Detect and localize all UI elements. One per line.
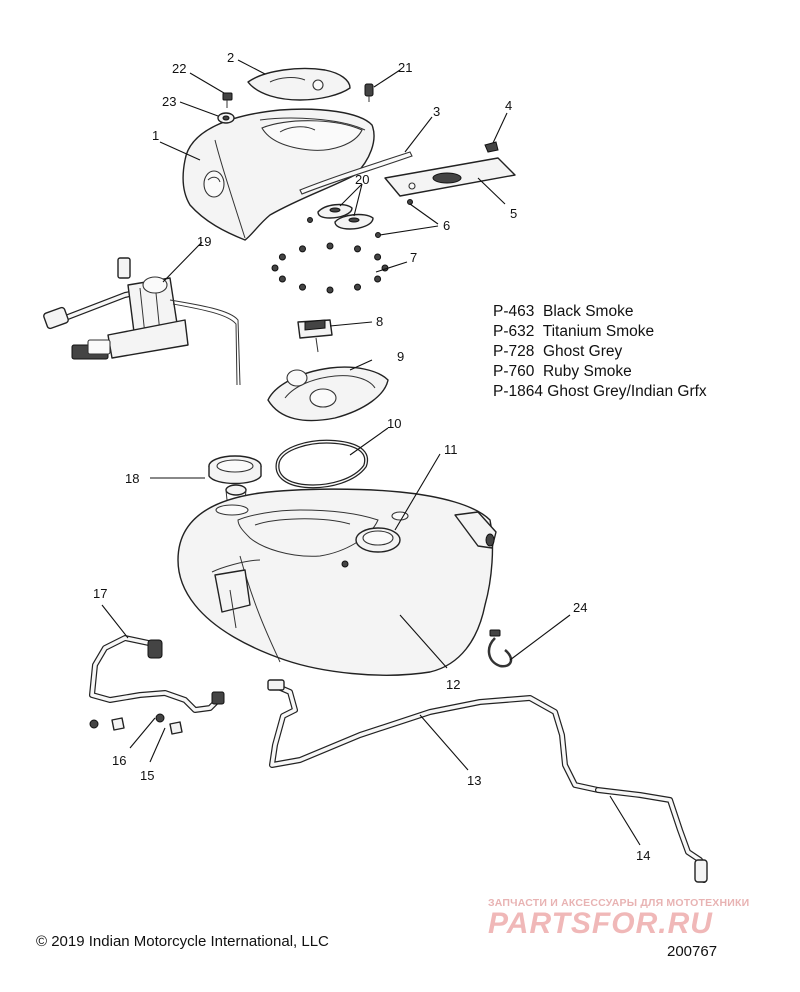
part-21-screw[interactable] xyxy=(364,83,374,102)
part-16-fittings[interactable] xyxy=(89,717,125,731)
part-14-fuel-line[interactable] xyxy=(595,787,708,883)
nut xyxy=(278,253,286,261)
callout-17: 17 xyxy=(93,586,107,601)
paint-name: Ghost Grey/Indian Grfx xyxy=(542,383,707,400)
leader-lines xyxy=(101,59,641,846)
part-22-bolt[interactable] xyxy=(222,92,233,108)
part-19-fuel-pump[interactable] xyxy=(43,257,241,386)
callout-4: 4 xyxy=(505,98,512,113)
nut xyxy=(271,264,279,272)
callout-20: 20 xyxy=(355,172,369,187)
legend-row: P-632 Titanium Smoke xyxy=(493,322,707,342)
part-1-tank-console[interactable] xyxy=(182,108,375,241)
part-20-brackets[interactable] xyxy=(317,203,374,230)
callout-12: 12 xyxy=(446,677,460,692)
paint-name: Titanium Smoke xyxy=(534,323,655,340)
callout-13: 13 xyxy=(467,773,481,788)
callout-22: 22 xyxy=(172,61,186,76)
paint-code: P-728 xyxy=(493,343,535,360)
nut xyxy=(354,283,361,291)
part-18-fuel-cap[interactable] xyxy=(208,455,262,501)
copyright-notice: © 2019 Indian Motorcycle International, … xyxy=(36,933,329,950)
callout-7: 7 xyxy=(410,250,417,265)
paint-code: P-632 xyxy=(493,323,535,340)
callout-23: 23 xyxy=(162,94,176,109)
nut xyxy=(299,245,306,253)
callout-1: 1 xyxy=(152,128,159,143)
legend-row: P-760 Ruby Smoke xyxy=(493,362,707,382)
part-8-sender[interactable] xyxy=(297,319,333,353)
nut xyxy=(278,275,286,283)
nut xyxy=(299,283,306,291)
paint-name: Black Smoke xyxy=(534,303,634,320)
paint-code: P-1864 xyxy=(493,383,543,400)
nut xyxy=(326,286,334,294)
paint-name: Ghost Grey xyxy=(534,343,623,360)
legend-row: P-728 Ghost Grey xyxy=(493,342,707,362)
callout-24: 24 xyxy=(573,600,587,615)
callout-18: 18 xyxy=(125,471,139,486)
legend-row: P-1864 Ghost Grey/Indian Grfx xyxy=(493,382,707,402)
nut xyxy=(326,242,334,250)
callout-14: 14 xyxy=(636,848,650,863)
part-6-screws[interactable] xyxy=(307,199,413,238)
callout-11: 11 xyxy=(444,442,458,457)
part-17-vent-hose[interactable] xyxy=(89,635,225,713)
part-15-fittings[interactable] xyxy=(155,713,183,735)
part-12-fuel-tank[interactable] xyxy=(177,488,497,676)
part-3-seal-strip[interactable] xyxy=(299,151,413,195)
diagram-number: 200767 xyxy=(667,943,718,960)
callout-21: 21 xyxy=(398,60,412,75)
callout-8: 8 xyxy=(376,314,383,329)
nut xyxy=(354,245,361,253)
nut xyxy=(374,253,382,261)
part-9-mounting-plate[interactable] xyxy=(267,366,389,422)
callout-15: 15 xyxy=(140,768,154,783)
callout-5: 5 xyxy=(510,206,517,221)
callout-19: 19 xyxy=(197,234,211,249)
watermark-tagline: ЗАПЧАСТИ И АКСЕССУАРЫ ДЛЯ МОТОТЕХНИКИ xyxy=(488,897,750,909)
callout-2: 2 xyxy=(227,50,234,65)
callout-3: 3 xyxy=(433,104,440,119)
legend-row: P-463 Black Smoke xyxy=(493,302,707,322)
callout-16: 16 xyxy=(112,753,126,768)
part-11-cap[interactable] xyxy=(355,527,401,553)
watermark-brand: PARTSFOR.RU xyxy=(488,907,713,940)
paint-code: P-463 xyxy=(493,303,535,320)
callout-6: 6 xyxy=(443,218,450,233)
part-5-bracket-plate[interactable] xyxy=(384,157,516,197)
part-24-clamp[interactable] xyxy=(487,629,513,668)
paint-code: P-760 xyxy=(493,363,535,380)
part-2-console-badge[interactable] xyxy=(247,67,351,101)
part-10-gasket[interactable] xyxy=(275,439,369,489)
callout-labels: 1 2 3 4 5 6 7 8 9 10 11 12 13 14 15 16 1… xyxy=(93,50,650,863)
nut xyxy=(374,275,382,283)
paint-name: Ruby Smoke xyxy=(534,363,632,380)
part-4-clip[interactable] xyxy=(484,141,499,153)
part-23-grommet[interactable] xyxy=(217,112,235,124)
part-13-fuel-line[interactable] xyxy=(267,679,601,793)
callout-9: 9 xyxy=(397,349,404,364)
part-7-nuts[interactable] xyxy=(271,242,389,294)
callout-10: 10 xyxy=(387,416,401,431)
